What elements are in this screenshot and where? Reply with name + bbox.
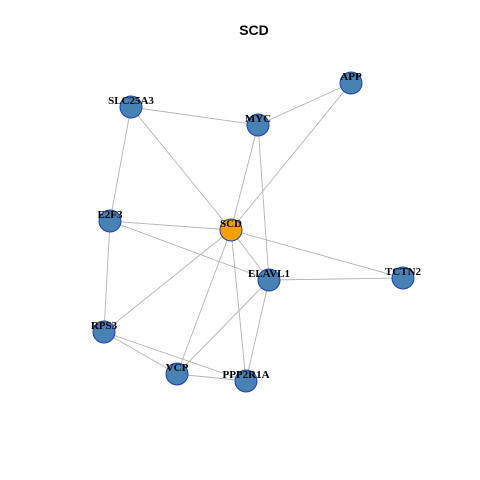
- edge-scd-vcp: [176, 229, 232, 375]
- node-label-myc: MYC: [245, 113, 271, 125]
- edge-e2f3-scd: [109, 220, 232, 231]
- edge-vcp-ppp2r1a: [176, 373, 247, 382]
- node-label-slc25a3: SLC25A3: [108, 95, 154, 107]
- node-label-tctn2: TCTN2: [385, 266, 422, 278]
- edge-app-myc: [257, 82, 352, 126]
- edge-slc25a3-scd: [130, 106, 232, 231]
- edge-rps3-vcp: [103, 331, 178, 375]
- node-slc25a3: [119, 95, 143, 119]
- node-layer: [92, 71, 415, 393]
- node-label-ppp2r1a: PPP2R1A: [222, 369, 269, 381]
- edge-myc-elavl1: [257, 124, 270, 281]
- edge-elavl1-tctn2: [268, 277, 404, 281]
- node-tctn2: [391, 266, 415, 290]
- node-label-scd: SCD: [220, 218, 242, 230]
- node-app: [339, 71, 363, 95]
- node-label-elavl1: ELAVL1: [248, 268, 290, 280]
- edge-elavl1-ppp2r1a: [245, 279, 270, 382]
- node-label-vcp: VCP: [166, 362, 189, 374]
- edge-elavl1-vcp: [176, 279, 270, 375]
- edge-slc25a3-myc: [130, 106, 259, 126]
- node-ppp2r1a: [234, 369, 258, 393]
- edge-rps3-ppp2r1a: [103, 331, 247, 382]
- node-e2f3: [98, 209, 122, 233]
- edge-e2f3-rps3: [103, 220, 111, 333]
- edge-scd-ppp2r1a: [230, 229, 247, 382]
- edge-scd-tctn2: [230, 229, 404, 279]
- edge-myc-scd: [230, 124, 259, 231]
- node-scd: [219, 218, 243, 242]
- edge-e2f3-elavl1: [109, 220, 270, 281]
- node-label-e2f3: E2F3: [97, 209, 123, 221]
- node-myc: [246, 113, 270, 137]
- edge-app-scd: [230, 82, 352, 231]
- node-elavl1: [257, 268, 281, 292]
- node-label-app: APP: [340, 71, 362, 83]
- node-vcp: [165, 362, 189, 386]
- edge-scd-rps3: [103, 229, 232, 333]
- node-rps3: [92, 320, 116, 344]
- node-label-rps3: RPS3: [91, 320, 118, 332]
- edge-slc25a3-e2f3: [109, 106, 132, 222]
- diagram-title: SCD: [239, 22, 269, 38]
